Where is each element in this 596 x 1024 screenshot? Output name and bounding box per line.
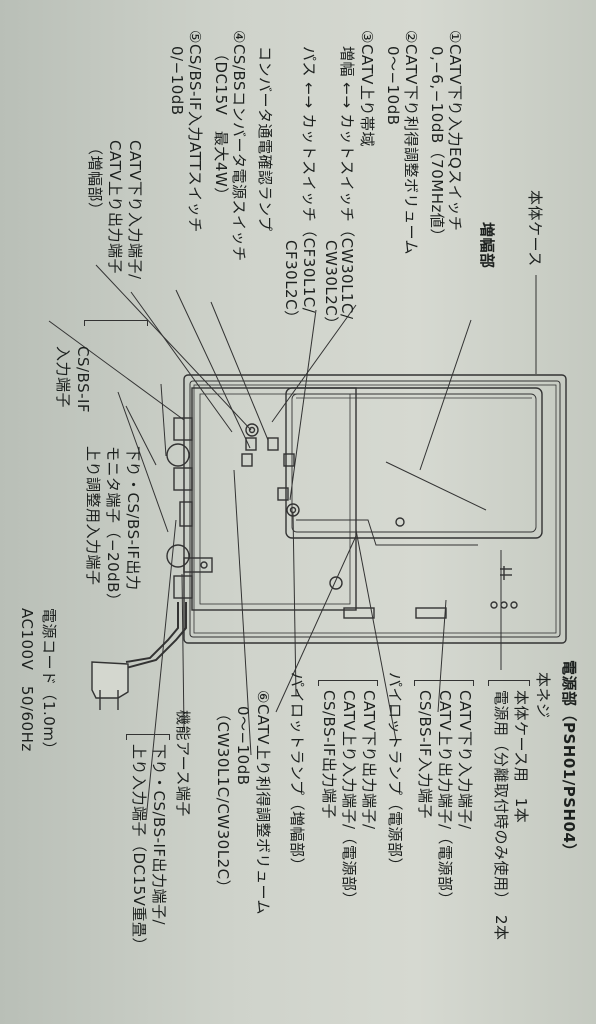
amp-section-label: 増幅部 [478,222,496,269]
power-cord-label: 電源コード（1.0m） [40,608,58,757]
bottom-terminal-line2: 上り入力端子（DC15V重畳） [130,744,148,953]
leader-lines [48,264,537,821]
item3-label: ③CATV上り帯域 [358,30,376,147]
item3-switch2: パス ←→ カットスイッチ（CF30L1C/ [300,46,318,314]
item5-label: ⑤CS/BS-IF入力ATTスイッチ [186,30,204,233]
item6-label: ⑥CATV上り利得調整ボリューム [254,690,272,915]
bottom-terminal-line1: 下り・CS/BS-IF出力端子/ [150,744,168,926]
monitor-line2: モニタ端子（−20dB） [104,446,122,609]
psu-terminal-bracket [414,680,474,686]
output-terminal-line3: CS/BS-IF出力端子 [320,690,338,820]
output-terminal-bracket [318,680,378,686]
pilot-lamp-psu-label: パイロットランプ（電源部） [386,672,404,874]
item3-switch1: 増幅 ←→ カットスイッチ（CW30L1C/ [338,46,356,320]
output-terminal-line2: CATV上り入力端子/（電源部） [340,690,358,908]
item1-label: ①CATV下り入力EQスイッチ [446,30,464,232]
amp-terminal-line1: CATV下り入力端子/ [126,140,144,280]
psu-terminal-line1: CATV下り入力端子/ [456,690,474,830]
item5-values: 0/−10dB [168,46,186,116]
item1-values: 0,−6,−10dB（70MHz値） [428,46,446,244]
item6-models: （CW30L1C/CW30L2C） [214,706,232,896]
screw-line2: 電源用（分離取付時のみ使用） 2本 [492,690,510,941]
item4-label: ④CS/BSコンバータ電源スイッチ [230,30,248,262]
item2-label: ②CATV下り利得調整ボリューム [402,30,420,255]
power-cord-spec: AC100V 50/60Hz [18,608,36,752]
psu-terminal-line2: CATV上り出力端子/（電源部） [436,690,454,908]
item4-spec: （DC15V 最大4W） [212,46,230,203]
screw-line1: 本体ケース用 1本 [512,690,530,824]
main-case-outline [183,374,567,644]
output-terminal-line1: CATV下り出力端子/ [360,690,378,830]
screw-label: 本ネジ [534,672,552,719]
power-section-label: 電源部（PSH01/PSH04） [560,660,578,859]
pilot-lamp-amp-label: パイロットランプ（増幅部） [288,672,306,874]
power-section-outline [285,387,543,539]
psu-terminal-line3: CS/BS-IF入力端子 [416,690,434,820]
item2-values: 0〜−10dB [384,46,402,126]
amp-terminal-line2: CATV上り出力端子 [106,140,124,274]
item6-values: 0〜−10dB [234,706,252,786]
monitor-line3: 上り調整用入力端子 [84,446,102,586]
screw-bracket [488,680,530,686]
earth-terminal-label: 機能アース端子 [174,710,192,817]
bottom-terminal-bracket [126,734,170,740]
item3-switch2-models: CF30L2C） [282,240,300,326]
csbs-input-line1: CS/BS-IF [74,346,92,414]
csbs-input-line2: 入力端子 [54,346,72,409]
converter-lamp-label: コンバータ通電確認ランプ [256,46,274,232]
item3-switch1-models: CW30L2C） [322,240,340,332]
main-case-label: 本体ケース [526,190,544,267]
amp-terminal-bracket [84,320,148,326]
monitor-line1: 下り・CS/BS-IF出力 [124,446,142,591]
amp-terminal-line3: （増幅部） [86,140,104,218]
amp-board-outline [191,387,357,611]
